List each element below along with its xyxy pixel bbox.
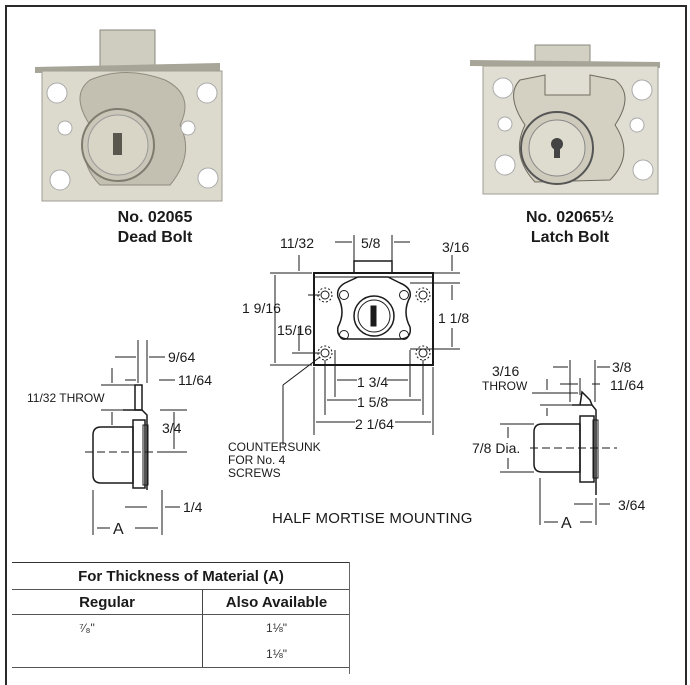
mounting-label: HALF MORTISE MOUNTING — [272, 510, 473, 527]
table-cell: 1⅛" — [202, 614, 350, 641]
latch-bolt-number: No. 02065½ — [525, 209, 615, 226]
dim-bolt-width: 5/8 — [361, 235, 381, 251]
table-cell: ⁷⁄₈" — [79, 621, 95, 635]
table-cell — [12, 641, 203, 668]
dim-dead-flange: 1/4 — [183, 499, 203, 515]
dim-latch-dia: 7/8 Dia. — [472, 440, 520, 456]
callout-line-1: COUNTERSUNK — [228, 440, 321, 454]
latch-bolt-photo — [470, 44, 660, 195]
table-row: ⁷⁄₈" 1⅛" — [12, 614, 350, 641]
table-header-regular: Regular — [12, 589, 203, 615]
latch-bolt-caption: No. 02065½ Latch Bolt — [500, 208, 640, 248]
dim-latch-flange: 3/64 — [618, 497, 645, 513]
dim-latch-throw-value: 3/16 — [492, 363, 519, 379]
dim-dead-thickness: A — [113, 521, 124, 538]
dim-latch-thickness: A — [561, 515, 572, 532]
dead-bolt-name: Dead Bolt — [117, 229, 193, 246]
dead-bolt-side-labels: 9/64 11/64 11/32 THROW 3/4 1/4 A — [27, 349, 212, 538]
page-frame — [5, 5, 687, 685]
callout-line-2: FOR No. 4 — [228, 453, 286, 467]
dead-bolt-photo — [35, 29, 223, 202]
dim-latch-b: 11/64 — [610, 377, 644, 393]
dead-bolt-side-view — [85, 340, 187, 535]
latch-bolt-side-labels: 3/16 THROW 3/8 11/64 7/8 Dia. 3/64 A — [472, 359, 645, 532]
dim-dead-throw: 11/32 THROW — [27, 391, 105, 405]
dim-right-offset: 3/16 — [442, 239, 469, 255]
latch-bolt-name: Latch Bolt — [530, 229, 610, 246]
dim-overall-height: 1 9/16 — [242, 300, 281, 316]
dim-top-offset: 11/32 — [280, 235, 314, 251]
dim-latch-throw-label: THROW — [482, 379, 528, 393]
dim-latch-a: 3/8 — [612, 359, 632, 375]
table-right-border — [349, 562, 350, 674]
dim-dead-a: 9/64 — [168, 349, 195, 365]
dim-hole-spacing-left: 15/16 — [277, 322, 312, 338]
table-cell: 1⅛" — [202, 641, 350, 668]
callout-line-3: SCREWS — [228, 466, 281, 480]
latch-bolt-side-view — [500, 360, 617, 525]
table-title: For Thickness of Material (A) — [12, 562, 350, 590]
dim-overall-width: 2 1/64 — [355, 416, 394, 432]
table-header-also-available: Also Available — [202, 589, 350, 615]
table-row: 1⅛" — [12, 641, 350, 668]
dim-width-inner: 1 3/4 — [357, 374, 388, 390]
front-view-labels: 11/32 5/8 3/16 1 9/16 15/16 1 1/8 1 3/4 … — [228, 235, 469, 480]
dim-dead-b: 11/64 — [178, 372, 212, 388]
dim-hole-spacing-right: 1 1/8 — [438, 310, 469, 326]
front-view-drawing — [250, 235, 478, 445]
dim-hole-spacing-horizontal: 1 5/8 — [357, 394, 388, 410]
dim-dead-height: 3/4 — [162, 420, 182, 436]
dead-bolt-number: No. 02065 — [117, 209, 193, 226]
dead-bolt-caption: No. 02065 Dead Bolt — [95, 208, 215, 248]
thickness-table: For Thickness of Material (A) Regular Al… — [12, 562, 350, 668]
